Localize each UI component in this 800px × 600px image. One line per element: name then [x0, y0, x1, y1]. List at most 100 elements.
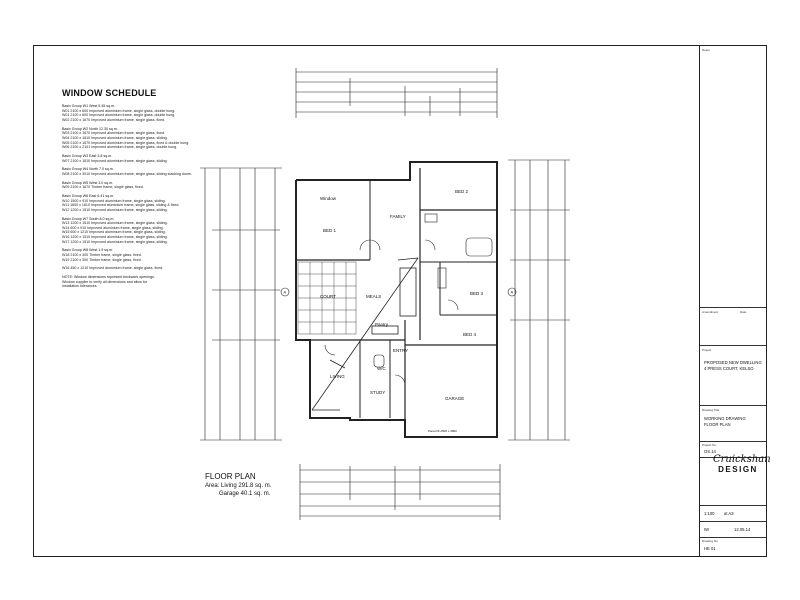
schedule-group-header: Basix Group W3 East 3.8 sq.m. [62, 153, 113, 158]
plan-labels: Window BED 1 FAMILY BED 2 BED 3 BED 4 CO… [284, 189, 514, 433]
title-block: Notes Amendment Date Project PROPOSED NE… [699, 45, 767, 557]
drawing-title-line-2: FLOOR PLAN [704, 422, 731, 427]
room-entry: ENTRY [393, 348, 408, 353]
window-label: Window [320, 196, 337, 201]
schedule-group-header: Basix Group W1 West 5.45 sq.m. [62, 104, 116, 108]
grid-markers [280, 287, 517, 297]
room-pantry: Pantry [375, 322, 389, 327]
schedule-group-header: Basix Group W8 West 1.9 sq.m. [62, 248, 114, 253]
schedule-group: Basix Group W5 West 3.0 sq.m.W09 2100 x … [62, 181, 222, 190]
schedule-line: W03 2100 x 1670 Improved aluminium frame… [62, 131, 166, 136]
panel-lift-label: Panel lift 2500 x 4800 [428, 429, 457, 433]
room-bed4: BED 4 [463, 332, 477, 337]
room-living: LIVING [330, 374, 345, 379]
living-area: Area: Living 291.8 sq. m. [205, 483, 272, 489]
window-schedule-title: WINDOW SCHEDULE [62, 88, 157, 98]
drawing-no-value: HE 01 [704, 546, 716, 551]
notes-label: Notes [702, 48, 710, 52]
schedule-line: W16 450 x 1210 Improved aluminium frame,… [62, 266, 164, 271]
schedule-line: W11 1800 x 1810 Improved aluminium frame… [62, 203, 180, 208]
schedule-line: W16 1200 x 1510 Improved aluminium frame… [62, 235, 168, 240]
kitchen-bench [371, 267, 417, 335]
court-paving [297, 261, 357, 335]
schedule-line: W05 2100 x 1670 Improved aluminium frame… [62, 140, 190, 145]
logo-design-word: DESIGN [718, 465, 758, 474]
drawing-no-label: Drawing No. [702, 539, 719, 543]
left-dimension-lines [200, 167, 282, 441]
schedule-group-header: NOTE: Window dimensions represent brickw… [62, 274, 155, 279]
room-meals: MEALS [366, 294, 381, 299]
schedule-group: Basix Group W6 East 6.41 sq.m.W10 1500 x… [62, 194, 222, 213]
project-no-cell: Project No. OS.14 [700, 441, 766, 457]
schedule-group-header: Basix Group W4 North 7.0 sq.m. [62, 167, 114, 172]
drawing-title-label: Drawing Title [702, 408, 720, 412]
bathroom-fixtures [373, 213, 493, 368]
bottom-dimension-lines [299, 464, 501, 520]
schedule-line: W12 1200 x 1510 Improved aluminium frame… [62, 207, 168, 212]
schedule-group: Basix Group W4 North 7.0 sq.m.W08 2100 x… [62, 167, 222, 176]
room-bed2: BED 2 [455, 189, 469, 194]
schedule-line: W09 2100 x 1670 Timber frame, single gla… [62, 185, 144, 190]
door-swings [324, 239, 459, 386]
schedule-group: Basix Group W1 West 5.45 sq.m.W01 2100 x… [62, 104, 222, 123]
room-bed1: BED 1 [323, 228, 337, 233]
project-no-value: OS.14 [704, 449, 716, 454]
schedule-group-header: Basix Group W7 South 8.0 sq.m. [62, 216, 115, 221]
sheet-size-value: at A3 [724, 511, 734, 516]
top-dimension-lines [295, 68, 498, 118]
grid-a-left: A [284, 290, 287, 295]
schedule-line: W14 600 x 910 Improved aluminium frame, … [62, 225, 164, 230]
drawing-title-line-1: WORKING DRAWING [704, 416, 746, 421]
schedule-group: Basix Group W7 South 8.0 sq.m.W13 1200 x… [62, 217, 222, 245]
window-schedule: WINDOW SCHEDULE Basix Group W1 West 5.45… [62, 88, 222, 293]
room-garage: GARAGE [445, 396, 464, 401]
schedule-line: W15 600 x 1210 Improved aluminium frame,… [62, 230, 166, 235]
schedule-group-header: Basix Group W6 East 6.41 sq.m. [62, 193, 115, 198]
schedule-line: W13 1200 x 1510 Improved aluminium frame… [62, 221, 168, 226]
scale-cell: 1:100 at A3 [700, 505, 766, 521]
schedule-line: W10 1500 x 910 Improved aluminium frame,… [62, 198, 166, 203]
schedule-line: W02 2100 x 1670 Improved aluminium frame… [62, 117, 166, 122]
right-dimension-lines [508, 159, 570, 441]
schedule-group: NOTE: Window dimensions represent brickw… [62, 275, 222, 289]
company-logo: Cruickshan DESIGN [713, 454, 771, 475]
schedule-line: installation tolerances. [62, 284, 98, 289]
schedule-group: Basix Group W8 West 1.9 sq.m.W18 2100 x … [62, 248, 222, 262]
project-no-label: Project No. [702, 443, 717, 447]
room-family: FAMILY [390, 214, 406, 219]
schedule-line: W18 2100 x 300 Timber frame, single glas… [62, 253, 142, 258]
floor-plan-title-block: FLOOR PLAN Area: Living 291.8 sq. m. Gar… [205, 472, 345, 498]
schedule-group: Basix Group W2 North 12.30 sq.m.W03 2100… [62, 127, 222, 150]
drawn-date-cell: IW 12.05.14 [700, 521, 766, 537]
schedule-line: W07 2100 x 1810 Improved aluminium frame… [62, 158, 168, 163]
schedule-group-header: Basix Group W2 North 12.30 sq.m. [62, 126, 118, 131]
schedule-line: W01 2100 x 600 Improved aluminium frame,… [62, 113, 176, 118]
room-wc: W/C [377, 366, 386, 371]
schedule-group: W16 450 x 1210 Improved aluminium frame,… [62, 266, 222, 271]
amendment-cell: Amendment Date [700, 307, 766, 345]
issue-date-value: 12.05.14 [734, 527, 751, 532]
amendment-date-label: Date [740, 310, 747, 314]
project-cell: Project PROPOSED NEW DWELLING 4 PRESS CO… [700, 345, 766, 405]
schedule-line: W08 2100 x 3010 Improved aluminium frame… [62, 171, 192, 176]
window-schedule-groups: Basix Group W1 West 5.45 sq.m.W01 2100 x… [62, 104, 222, 289]
project-line-1: PROPOSED NEW DWELLING [704, 360, 762, 365]
schedule-line: Window supplier to verify all dimensions… [62, 279, 148, 284]
grid-a-right: A [511, 290, 514, 295]
project-line-2: 4 PRESS COURT, KELSO [704, 366, 754, 371]
drawing-no-cell: Drawing No. HE 01 [700, 537, 766, 555]
logo-script: Cruickshan [713, 454, 771, 465]
schedule-line: W01 2100 x 600 Improved aluminium frame,… [62, 108, 176, 113]
logo-cell [700, 457, 766, 505]
schedule-group-header: Basix Group W5 West 3.0 sq.m. [62, 180, 114, 185]
project-label: Project [702, 348, 712, 352]
schedule-line: W17 1200 x 1510 Improved aluminium frame… [62, 239, 168, 244]
drawing-sheet-border [33, 45, 767, 557]
floor-plan-title: FLOOR PLAN [205, 472, 256, 481]
schedule-group: Basix Group W3 East 3.8 sq.m.W07 2100 x … [62, 154, 222, 163]
scale-value: 1:100 [704, 511, 715, 516]
drawn-by-value: IW [704, 527, 710, 532]
amendment-label: Amendment [702, 310, 719, 314]
walls [295, 161, 498, 438]
